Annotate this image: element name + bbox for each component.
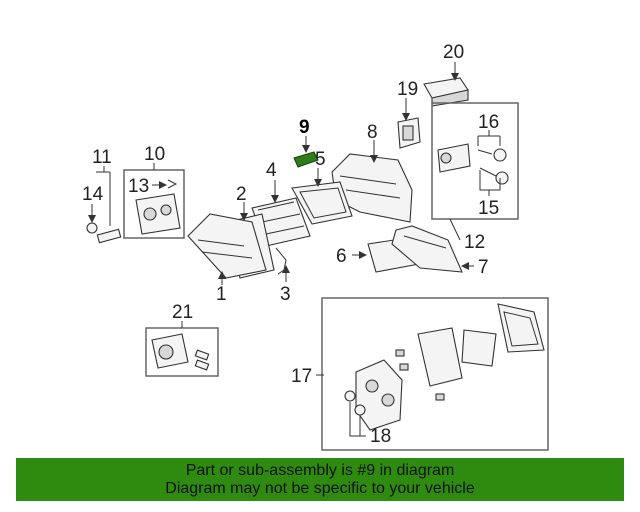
callout-8: 8 [367,122,378,143]
part-8-meter-case[interactable] [331,140,413,223]
part-18-bulb[interactable] [344,390,366,437]
part-5-lens[interactable] [291,168,353,225]
callout-17: 17 [291,366,312,387]
callout-10: 10 [144,144,165,165]
part-17-group-box [321,297,549,451]
callout-6: 6 [336,246,347,267]
callout-21: 21 [172,302,193,323]
callout-19: 19 [397,79,418,100]
part-12-group-box [431,102,519,220]
callout-7: 7 [478,257,489,278]
callout-5: 5 [315,149,326,170]
part-7-housing[interactable] [391,225,474,273]
info-banner: Part or sub-assembly is #9 in diagram Di… [16,458,624,501]
part-17-assembly[interactable] [316,303,545,431]
callout-15: 15 [478,198,499,219]
parts-diagram: 20 19 9 8 12 16 15 5 [82,42,549,451]
callout-14: 14 [82,184,104,205]
part-10-control-unit[interactable] [135,163,181,235]
banner-line-1: Part or sub-assembly is #9 in diagram [185,462,455,479]
callout-12: 12 [464,232,485,253]
part-11-14-bulbs[interactable] [86,166,122,244]
part-3-clip[interactable] [275,247,290,282]
part-9-bulb-socket[interactable] [293,136,319,168]
callout-4: 4 [266,160,277,181]
callout-9: 9 [299,117,310,138]
callout-16: 16 [478,112,499,133]
part-20-switch[interactable] [423,62,469,107]
callout-18: 18 [370,426,391,447]
callout-20: 20 [443,42,464,63]
part-16-bulb [477,130,501,146]
part-15-bulb [479,170,501,196]
part-1-visor[interactable] [187,213,267,285]
part-21-switch-unit[interactable] [151,321,210,371]
callout-13: 13 [128,176,149,197]
callout-2: 2 [236,184,247,205]
callout-3: 3 [280,284,291,305]
part-12-bulb-set[interactable] [437,143,509,185]
callout-1: 1 [216,284,227,305]
part-19-switch[interactable] [397,98,421,149]
part-13-bulb [152,179,178,189]
banner-line-2: Diagram may not be specific to your vehi… [165,480,475,497]
leader-12 [449,218,461,241]
callout-11: 11 [92,147,112,168]
